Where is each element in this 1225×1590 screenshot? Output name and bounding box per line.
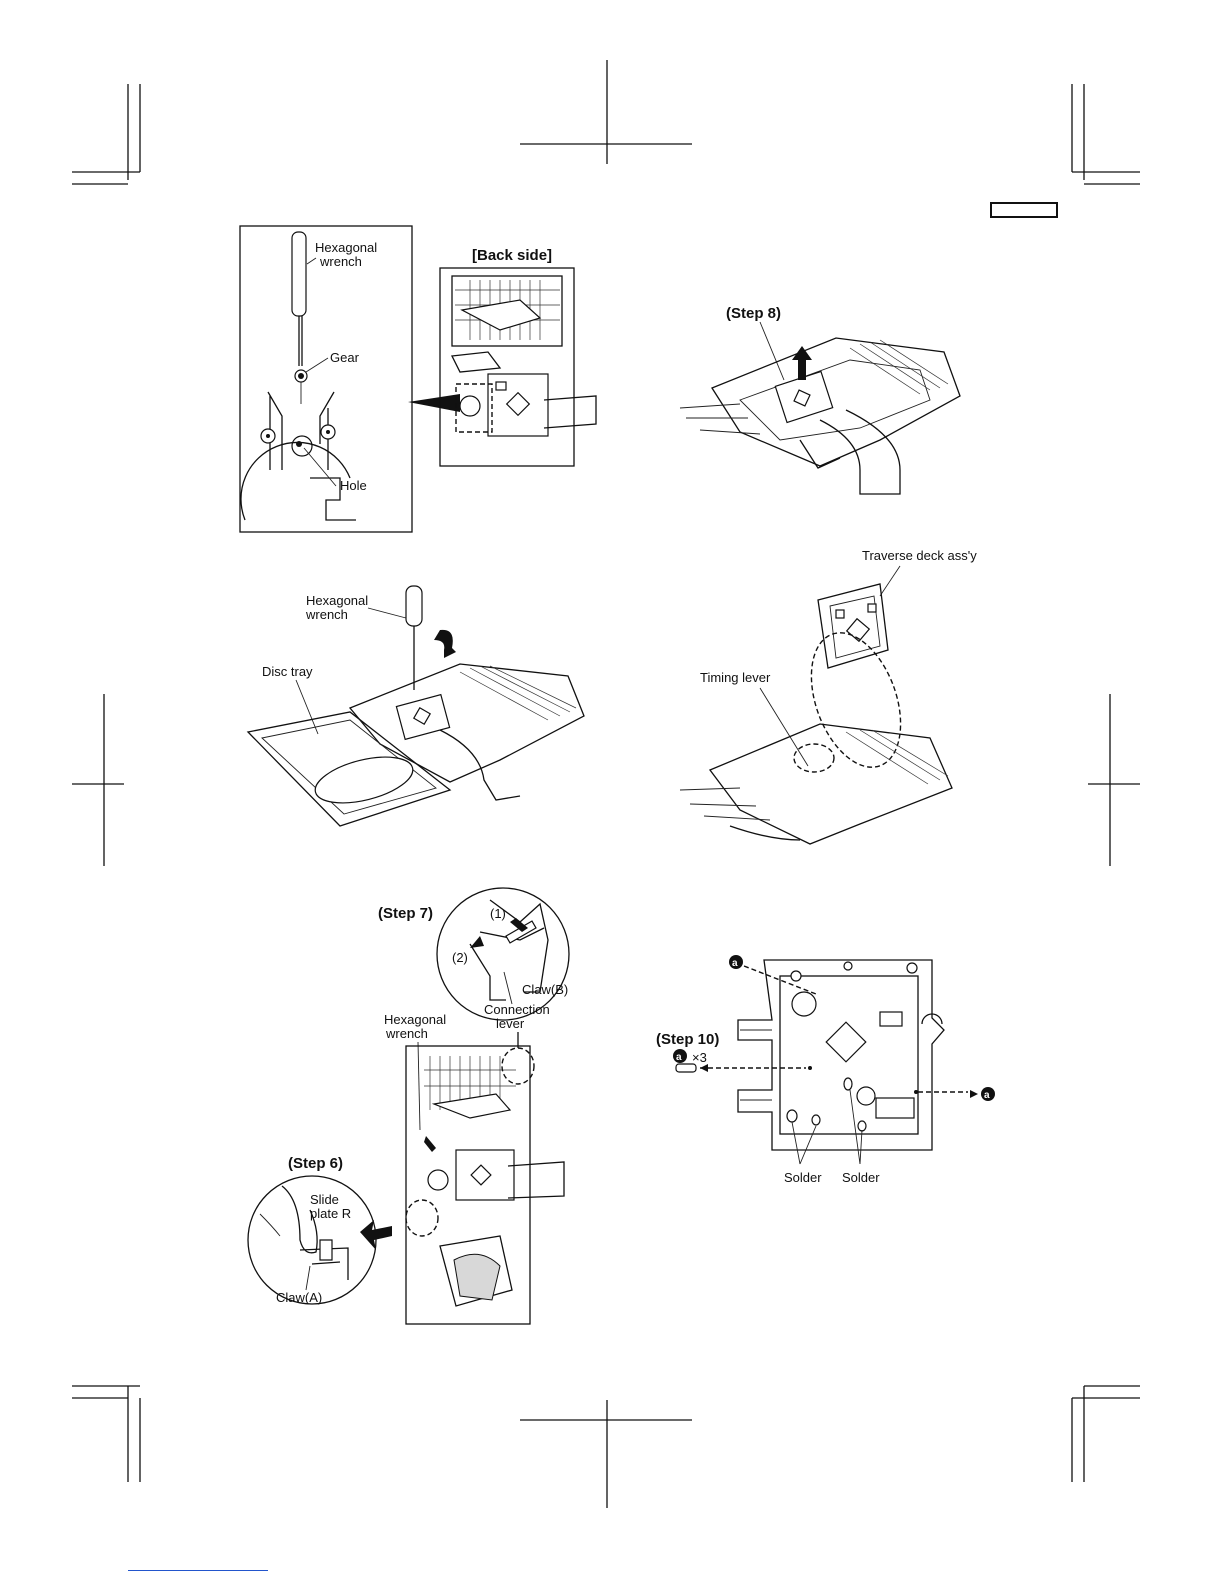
figure-wrench-gear: Hexagonal wrench Gear Hole [Back side] xyxy=(240,226,596,532)
step8-label: (Step 8) xyxy=(726,305,781,322)
screw-marker-top: a xyxy=(729,955,743,969)
step7-label: (Step 7) xyxy=(378,905,433,922)
fig5-hexagonal: Hexagonal xyxy=(384,1012,446,1027)
label-solder-1: Solder xyxy=(784,1170,822,1185)
marker-1: (1) xyxy=(490,906,506,921)
label-claw-a: Claw(A) xyxy=(276,1290,322,1305)
label-wrench: wrench xyxy=(319,254,362,269)
svg-text:×3: ×3 xyxy=(692,1050,707,1065)
label-hexagonal: Hexagonal xyxy=(315,240,377,255)
figure-traverse-deck: Traverse deck ass'y Timing lever xyxy=(680,548,977,844)
label-connection: Connection xyxy=(484,1002,550,1017)
label-solder-2: Solder xyxy=(842,1170,880,1185)
figure-step10: a (Step 10) a ×3 a xyxy=(656,955,995,1185)
screw-marker-count: a ×3 xyxy=(673,1049,707,1065)
svg-text:a: a xyxy=(984,1090,990,1101)
marker-2: (2) xyxy=(452,950,468,965)
label-back-side: [Back side] xyxy=(472,247,552,264)
figure-disc-tray: Hexagonal wrench Disc tray xyxy=(248,586,584,826)
label-traverse: Traverse deck ass'y xyxy=(862,548,977,563)
figure-step8: (Step 8) xyxy=(680,305,960,494)
crop-marks xyxy=(72,60,1140,1508)
fig3-hexagonal: Hexagonal xyxy=(306,593,368,608)
step6-label: (Step 6) xyxy=(288,1155,343,1172)
label-lever: lever xyxy=(496,1016,525,1031)
svg-text:a: a xyxy=(676,1052,682,1063)
fig5-wrench: wrench xyxy=(385,1026,428,1041)
fig3-wrench: wrench xyxy=(305,607,348,622)
label-gear: Gear xyxy=(330,350,360,365)
screw-marker-right: a xyxy=(981,1087,995,1101)
label-hole: Hole xyxy=(340,478,367,493)
svg-text:a: a xyxy=(732,958,738,969)
step10-label: (Step 10) xyxy=(656,1031,719,1048)
label-plate-r: plate R xyxy=(310,1206,351,1221)
figure-step6-step7: (Step 7) (1) (2) Claw(B) Connection leve… xyxy=(248,888,569,1324)
page-number-box xyxy=(990,202,1058,218)
label-slide: Slide xyxy=(310,1192,339,1207)
footer-link-underline[interactable] xyxy=(128,1568,268,1571)
label-disc-tray: Disc tray xyxy=(262,664,313,679)
label-timing-lever: Timing lever xyxy=(700,670,771,685)
label-claw-b: Claw(B) xyxy=(522,982,568,997)
